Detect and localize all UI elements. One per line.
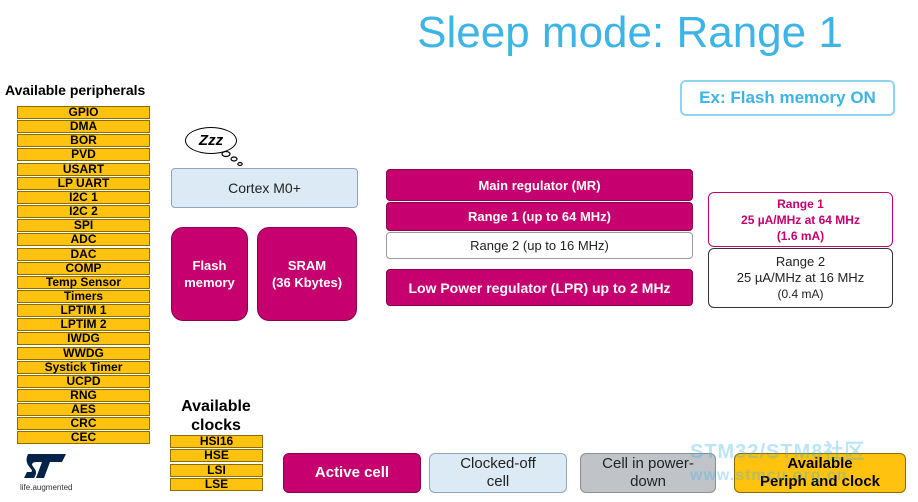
- peripheral-item: COMP: [17, 262, 150, 275]
- flash-line1: Flash: [192, 258, 227, 273]
- peripheral-item: USART: [17, 163, 150, 176]
- bubble-tail-icon: [221, 150, 243, 167]
- legend-clocked-off-cell: Clocked-off cell: [429, 453, 567, 493]
- peripheral-item: CRC: [17, 417, 150, 430]
- peripheral-item: BOR: [17, 134, 150, 147]
- peripheral-item: Timers: [17, 290, 150, 303]
- logo-tagline: life.augmented: [20, 483, 73, 492]
- range2-info-line2: 25 µA/MHz at 16 MHz: [736, 270, 865, 285]
- clock-item: LSE: [170, 478, 263, 491]
- main-regulator-block: Main regulator (MR): [386, 169, 693, 201]
- legend-available-line2: Periph and clock: [759, 473, 881, 490]
- legend-power-down-line1: Cell in power-: [602, 455, 694, 472]
- peripheral-item: Systick Timer: [17, 361, 150, 374]
- peripheral-item: AES: [17, 403, 150, 416]
- legend-power-down-cell: Cell in power- down: [580, 453, 716, 493]
- legend-available-cell: Available Periph and clock: [734, 453, 906, 493]
- range2-info-line1: Range 2: [775, 254, 826, 269]
- cortex-m0-block: Cortex M0+: [171, 168, 358, 208]
- range1-info-line1: Range 1: [777, 196, 824, 211]
- peripheral-item: RNG: [17, 389, 150, 402]
- range1-info-line3: (1.6 mA): [776, 228, 825, 243]
- lpr-regulator-block: Low Power regulator (LPR) up to 2 MHz: [386, 269, 693, 306]
- peripheral-item: SPI: [17, 219, 150, 232]
- legend-power-down-line2: down: [630, 473, 666, 490]
- legend-available-line1: Available: [787, 455, 853, 472]
- range2-regulator-block: Range 2 (up to 16 MHz): [386, 232, 693, 259]
- legend-active-cell: Active cell: [283, 453, 421, 493]
- example-badge: Ex: Flash memory ON: [680, 80, 895, 116]
- st-logo-icon: [24, 454, 66, 478]
- peripheral-item: LPTIM 2: [17, 318, 150, 331]
- sram-block: SRAM (36 Kbytes): [257, 227, 357, 321]
- sram-line2: (36 Kbytes): [271, 275, 343, 290]
- clock-item: LSI: [170, 464, 263, 477]
- range2-info-line3: (0.4 mA): [777, 287, 824, 301]
- flash-memory-block: Flash memory: [171, 227, 248, 321]
- peripheral-item: ADC: [17, 233, 150, 246]
- peripheral-item: IWDG: [17, 332, 150, 345]
- peripheral-item: I2C 2: [17, 205, 150, 218]
- sram-line1: SRAM: [287, 258, 327, 273]
- watermark-line2: www.stmcu.org.cn: [690, 467, 848, 484]
- peripheral-item: CEC: [17, 431, 150, 444]
- sleep-bubble: Zzz: [185, 127, 237, 154]
- peripheral-item: WWDG: [17, 347, 150, 360]
- range1-info-box: Range 1 25 µA/MHz at 64 MHz (1.6 mA): [708, 192, 893, 247]
- peripheral-item: GPIO: [17, 106, 150, 119]
- range1-info-line2: 25 µA/MHz at 64 MHz: [741, 212, 860, 227]
- range2-info-box: Range 2 25 µA/MHz at 16 MHz (0.4 mA): [708, 248, 893, 308]
- range1-regulator-block: Range 1 (up to 64 MHz): [386, 202, 693, 231]
- peripheral-item: LP UART: [17, 177, 150, 190]
- clock-item: HSE: [170, 449, 263, 462]
- peripheral-item: PVD: [17, 148, 150, 161]
- legend-clocked-off-line1: Clocked-off: [460, 455, 536, 472]
- peripheral-item: Temp Sensor: [17, 276, 150, 289]
- watermark-line1: STM32/STM8社区: [690, 441, 866, 463]
- peripheral-item: DAC: [17, 248, 150, 261]
- peripheral-item: UCPD: [17, 375, 150, 388]
- flash-line2: memory: [184, 275, 235, 290]
- clocks-heading: Available clocks: [168, 397, 264, 435]
- peripheral-item: I2C 1: [17, 191, 150, 204]
- page-title: Sleep mode: Range 1: [417, 8, 843, 57]
- legend-clocked-off-line2: cell: [486, 473, 510, 490]
- peripherals-heading: Available peripherals: [5, 82, 146, 98]
- peripheral-item: LPTIM 1: [17, 304, 150, 317]
- clock-item: HSI16: [170, 435, 263, 448]
- watermark: STM32/STM8社区 www.stmcu.org.cn: [690, 440, 865, 488]
- clocks-heading-line1: Available: [181, 398, 251, 415]
- peripheral-item: DMA: [17, 120, 150, 133]
- clocks-heading-line2: clocks: [191, 417, 241, 434]
